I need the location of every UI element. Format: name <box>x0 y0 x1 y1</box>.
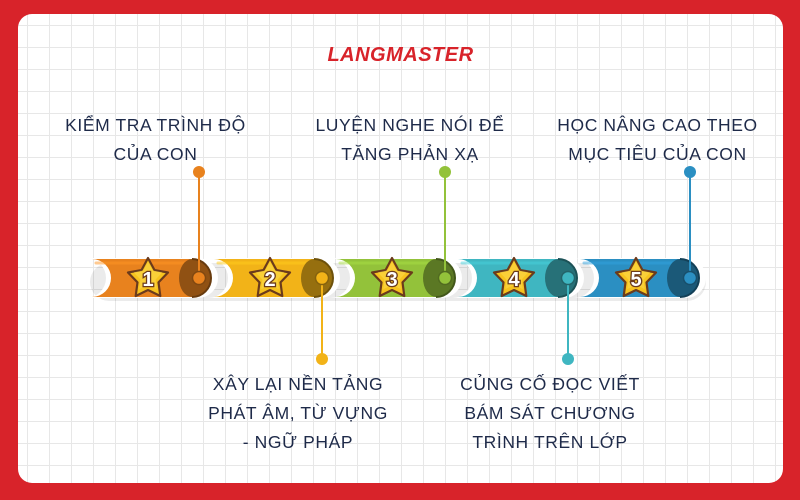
step-4-label: CỦNG CỐ ĐỌC VIẾT BÁM SÁT CHƯƠNG TRÌNH TR… <box>445 370 655 457</box>
step-3-star-badge: 3 <box>370 256 414 298</box>
step-5-line-2: MỤC TIÊU CỦA CON <box>568 144 747 164</box>
step-2-line-3: - NGỮ PHÁP <box>242 432 354 452</box>
step-4-line-2: BÁM SÁT CHƯƠNG <box>464 403 636 423</box>
diagram-card: LANGMASTER <box>18 14 783 483</box>
step-2-label: XÂY LẠI NỀN TẢNG PHÁT ÂM, TỪ VỰNG - NGỮ … <box>198 370 398 457</box>
step-1-number: 1 <box>142 269 153 291</box>
step-3-line-2: TĂNG PHẢN XẠ <box>341 144 479 164</box>
step-2-line-1: XÂY LẠI NỀN TẢNG <box>212 374 384 394</box>
step-3-label: LUYỆN NGHE NÓI ĐỂ TĂNG PHẢN XẠ <box>305 111 515 169</box>
step-1-star-badge: 1 <box>126 256 170 298</box>
step-2-anchor-dot <box>314 270 330 286</box>
step-2-star-badge: 2 <box>248 256 292 298</box>
step-4-star-badge: 4 <box>492 256 536 298</box>
step-1-end-dot <box>193 166 205 178</box>
step-5-anchor-dot <box>682 270 698 286</box>
step-3-number: 3 <box>386 269 397 291</box>
step-4-end-dot <box>562 353 574 365</box>
step-2-end-dot <box>316 353 328 365</box>
step-5-end-dot <box>684 166 696 178</box>
step-4-anchor-dot <box>560 270 576 286</box>
step-4-connector <box>560 270 576 365</box>
step-3-anchor-dot <box>437 270 453 286</box>
step-5-label: HỌC NÂNG CAO THEO MỤC TIÊU CỦA CON <box>545 111 770 169</box>
step-4-line-3: TRÌNH TRÊN LỚP <box>472 432 628 452</box>
step-1-label: KIỂM TRA TRÌNH ĐỘ CỦA CON <box>58 111 253 169</box>
step-5-connector <box>682 166 698 286</box>
step-5-number: 5 <box>630 269 641 291</box>
step-2-number: 2 <box>264 269 275 291</box>
step-1-connector <box>191 166 207 286</box>
step-3-connector <box>437 166 453 286</box>
step-1-line-2: CỦA CON <box>113 144 198 164</box>
step-1-anchor-dot <box>191 270 207 286</box>
step-2-line-2: PHÁT ÂM, TỪ VỰNG <box>208 403 388 423</box>
step-5-line-1: HỌC NÂNG CAO THEO <box>557 115 758 135</box>
step-3-line-1: LUYỆN NGHE NÓI ĐỂ <box>315 115 505 135</box>
step-5-star-badge: 5 <box>614 256 658 298</box>
step-4-number: 4 <box>508 269 520 291</box>
step-1-line-1: KIỂM TRA TRÌNH ĐỘ <box>65 115 246 135</box>
step-2-connector <box>314 270 330 365</box>
brand-logo: LANGMASTER <box>327 44 474 66</box>
step-3-end-dot <box>439 166 451 178</box>
step-4-line-1: CỦNG CỐ ĐỌC VIẾT <box>460 374 640 394</box>
